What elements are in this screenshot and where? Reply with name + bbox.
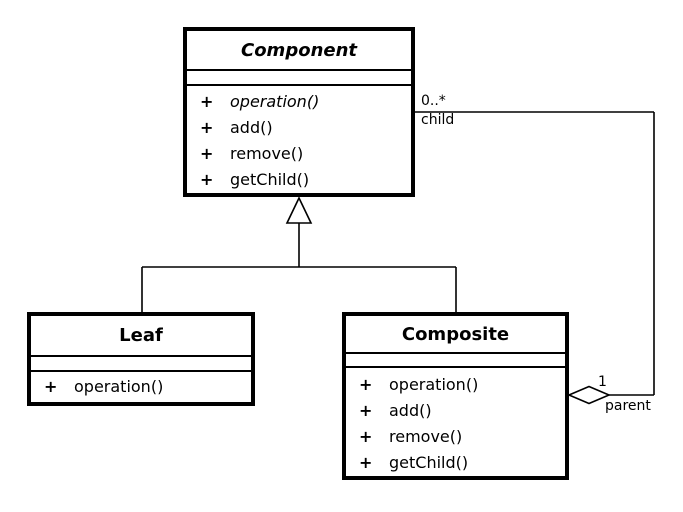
- method-row: + operation(): [187, 89, 411, 115]
- method-signature: add(): [389, 401, 432, 420]
- method-signature: remove(): [389, 427, 463, 446]
- method-visibility: +: [359, 427, 373, 446]
- method-signature: add(): [230, 118, 273, 137]
- method-visibility: +: [200, 92, 214, 111]
- class-title-leaf: Leaf: [119, 325, 163, 346]
- method-row: + getChild(): [346, 450, 565, 476]
- method-signature: remove(): [230, 144, 304, 163]
- method-row: + operation(): [31, 374, 251, 400]
- class-box-leaf: Leaf + operation(): [27, 312, 255, 406]
- method-signature: getChild(): [389, 453, 469, 472]
- method-row: + getChild(): [187, 167, 411, 193]
- methods-compartment-composite: + operation() + add() + remove() + getCh…: [346, 368, 565, 476]
- method-signature: operation(): [389, 375, 479, 394]
- role-label-parent: parent: [605, 398, 651, 414]
- attributes-compartment-leaf: [31, 355, 251, 372]
- method-signature: getChild(): [230, 170, 310, 189]
- method-visibility: +: [359, 453, 373, 472]
- generalization-triangle-icon: [285, 196, 313, 224]
- class-box-component: Component + operation() + add() + remove…: [183, 27, 415, 197]
- method-visibility: +: [359, 401, 373, 420]
- attributes-compartment-component: [187, 69, 411, 86]
- generalization-connector: [141, 223, 457, 312]
- attributes-compartment-composite: [346, 352, 565, 368]
- method-visibility: +: [200, 118, 214, 137]
- method-row: + remove(): [346, 424, 565, 450]
- methods-compartment-component: + operation() + add() + remove() + getCh…: [187, 86, 411, 193]
- method-signature: operation(): [230, 92, 320, 111]
- methods-compartment-leaf: + operation(): [31, 372, 251, 402]
- class-box-composite: Composite + operation() + add() + remove…: [342, 312, 569, 480]
- method-visibility: +: [359, 375, 373, 394]
- method-row: + remove(): [187, 141, 411, 167]
- method-visibility: +: [200, 170, 214, 189]
- class-title-component: Component: [240, 39, 358, 61]
- method-visibility: +: [44, 377, 58, 396]
- aggregation-diamond-icon: [566, 385, 612, 405]
- method-row: + operation(): [346, 372, 565, 398]
- aggregation-connector: [415, 111, 655, 396]
- role-label-child: child: [421, 112, 455, 128]
- method-signature: operation(): [74, 377, 164, 396]
- multiplicity-label-child: 0..*: [421, 93, 446, 109]
- method-visibility: +: [200, 144, 214, 163]
- method-row: + add(): [187, 115, 411, 141]
- multiplicity-label-parent: 1: [598, 374, 607, 390]
- class-title-composite: Composite: [401, 323, 510, 345]
- method-row: + add(): [346, 398, 565, 424]
